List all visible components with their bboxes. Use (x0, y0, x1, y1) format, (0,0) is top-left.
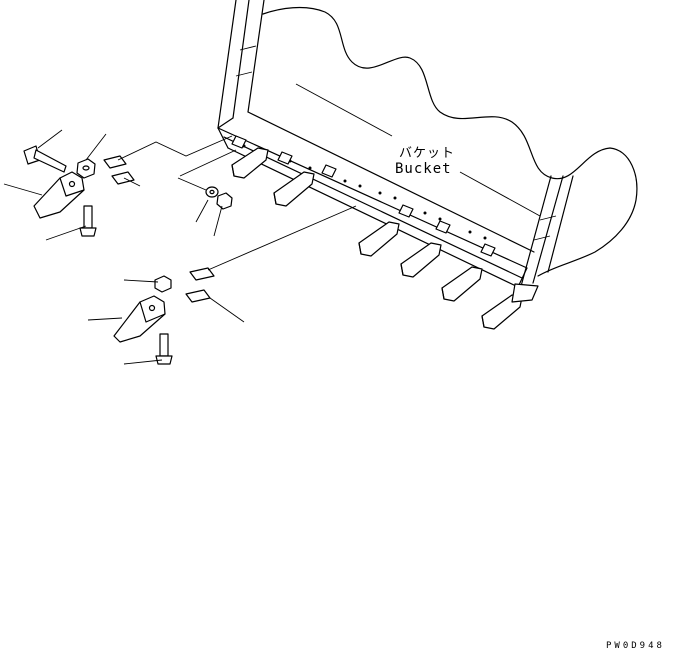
bucket-label-english: Bucket (395, 161, 452, 177)
bucket-label-japanese: バケット (399, 146, 456, 161)
leader-lines (3, 83, 541, 365)
exploded-parts-upper (23, 145, 233, 237)
bucket-body (217, 0, 638, 291)
exploded-parts-lower (113, 267, 215, 365)
mounted-teeth (231, 147, 539, 330)
drawing-code: PW0D948 (606, 641, 665, 651)
